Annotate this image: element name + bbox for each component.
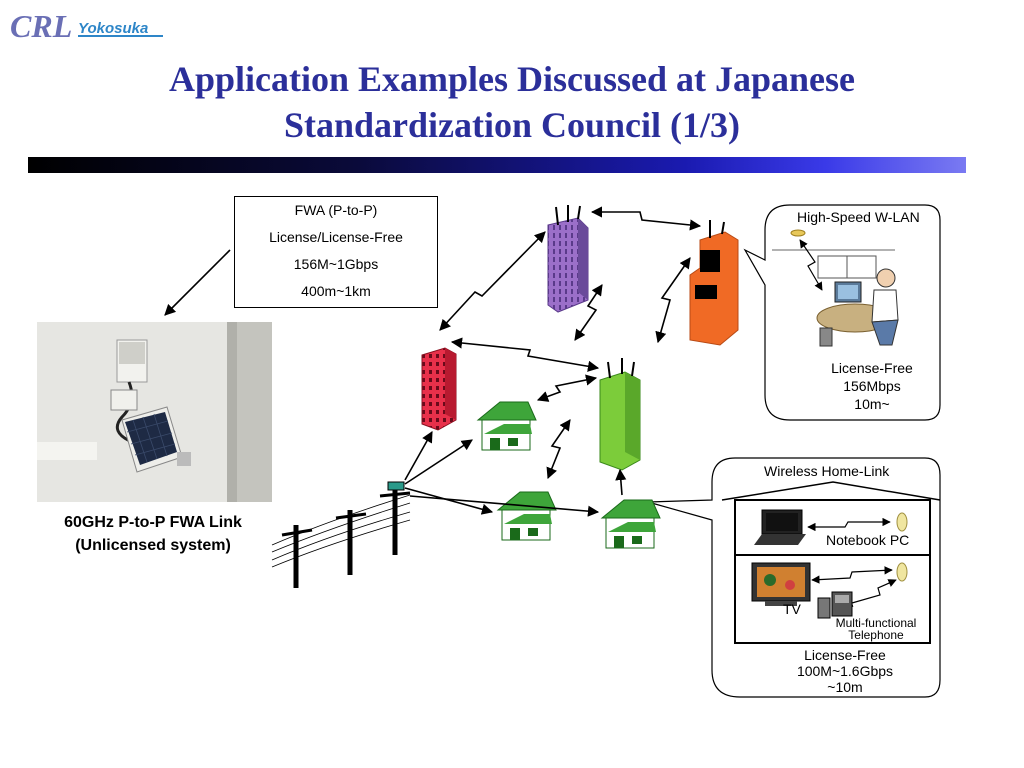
house-icon bbox=[496, 491, 557, 541]
antenna-icon bbox=[607, 358, 635, 379]
title-divider-bar bbox=[28, 157, 966, 173]
page-title: Application Examples Discussed at Japane… bbox=[60, 56, 964, 148]
wlan-specs: License-Free 156Mbps 10m~ bbox=[800, 359, 944, 413]
fwa-range: 400m~1km bbox=[301, 283, 371, 299]
red-building bbox=[421, 347, 457, 431]
title-line-2: Standardization Council (1/3) bbox=[283, 105, 741, 145]
fwa-license: License/License-Free bbox=[269, 229, 403, 245]
crl-yokosuka-logo: CRL Yokosuka bbox=[10, 8, 166, 44]
photo-caption-line-1: 60GHz P-to-P FWA Link bbox=[64, 514, 242, 531]
home-link-house-frame bbox=[721, 481, 941, 644]
ceiling-antenna-icon bbox=[896, 512, 908, 582]
antenna-icon bbox=[709, 220, 725, 238]
home-link-range: ~10m bbox=[827, 679, 863, 695]
tv-label: TV bbox=[783, 601, 801, 617]
phone-link-arrow bbox=[844, 579, 897, 607]
house-icon bbox=[476, 401, 537, 451]
house-icon bbox=[600, 499, 661, 549]
telephone-label-line-2: Telephone bbox=[848, 628, 904, 642]
fwa-rate: 156M~1Gbps bbox=[293, 256, 379, 272]
wlan-title: High-Speed W-LAN bbox=[797, 209, 920, 225]
green-building bbox=[599, 358, 641, 471]
logo-mark: CRL bbox=[10, 8, 72, 44]
telephone-label-line-1: Multi-functional bbox=[835, 616, 917, 630]
home-link-specs: License-Free 100M~1.6Gbps ~10m bbox=[770, 647, 920, 695]
telephone-label: Multi-functional Telephone bbox=[822, 617, 930, 641]
fwa-device-photo bbox=[37, 322, 272, 502]
home-link-rate: 100M~1.6Gbps bbox=[796, 663, 894, 679]
home-link-license: License-Free bbox=[804, 647, 886, 663]
home-link-title: Wireless Home-Link bbox=[764, 463, 890, 479]
radio-links bbox=[164, 206, 702, 517]
notebook-link-arrow bbox=[807, 517, 891, 532]
notebook-pc-label: Notebook PC bbox=[826, 532, 910, 548]
photo-caption: 60GHz P-to-P FWA Link (Unlicensed system… bbox=[18, 511, 288, 557]
photo-caption-line-2: (Unlicensed system) bbox=[75, 537, 231, 554]
wlan-range: 10m~ bbox=[854, 396, 890, 412]
wlan-license: License-Free bbox=[831, 360, 913, 376]
telephone-icon bbox=[817, 591, 853, 619]
title-line-1: Application Examples Discussed at Japane… bbox=[168, 59, 856, 99]
tv-icon bbox=[751, 562, 811, 606]
tv-link-arrow bbox=[811, 566, 893, 584]
wlan-rate: 156Mbps bbox=[843, 378, 901, 394]
notebook-pc-icon bbox=[754, 509, 806, 545]
office-worker-illustration bbox=[772, 229, 899, 347]
logo-subtext: Yokosuka bbox=[78, 20, 148, 37]
fwa-type: FWA (P-to-P) bbox=[294, 202, 378, 218]
antenna-icon bbox=[555, 205, 581, 226]
fwa-info-box: FWA (P-to-P) License/License-Free 156M~1… bbox=[234, 196, 438, 308]
utility-poles bbox=[271, 481, 411, 588]
orange-building bbox=[689, 220, 739, 346]
purple-building bbox=[547, 205, 589, 313]
